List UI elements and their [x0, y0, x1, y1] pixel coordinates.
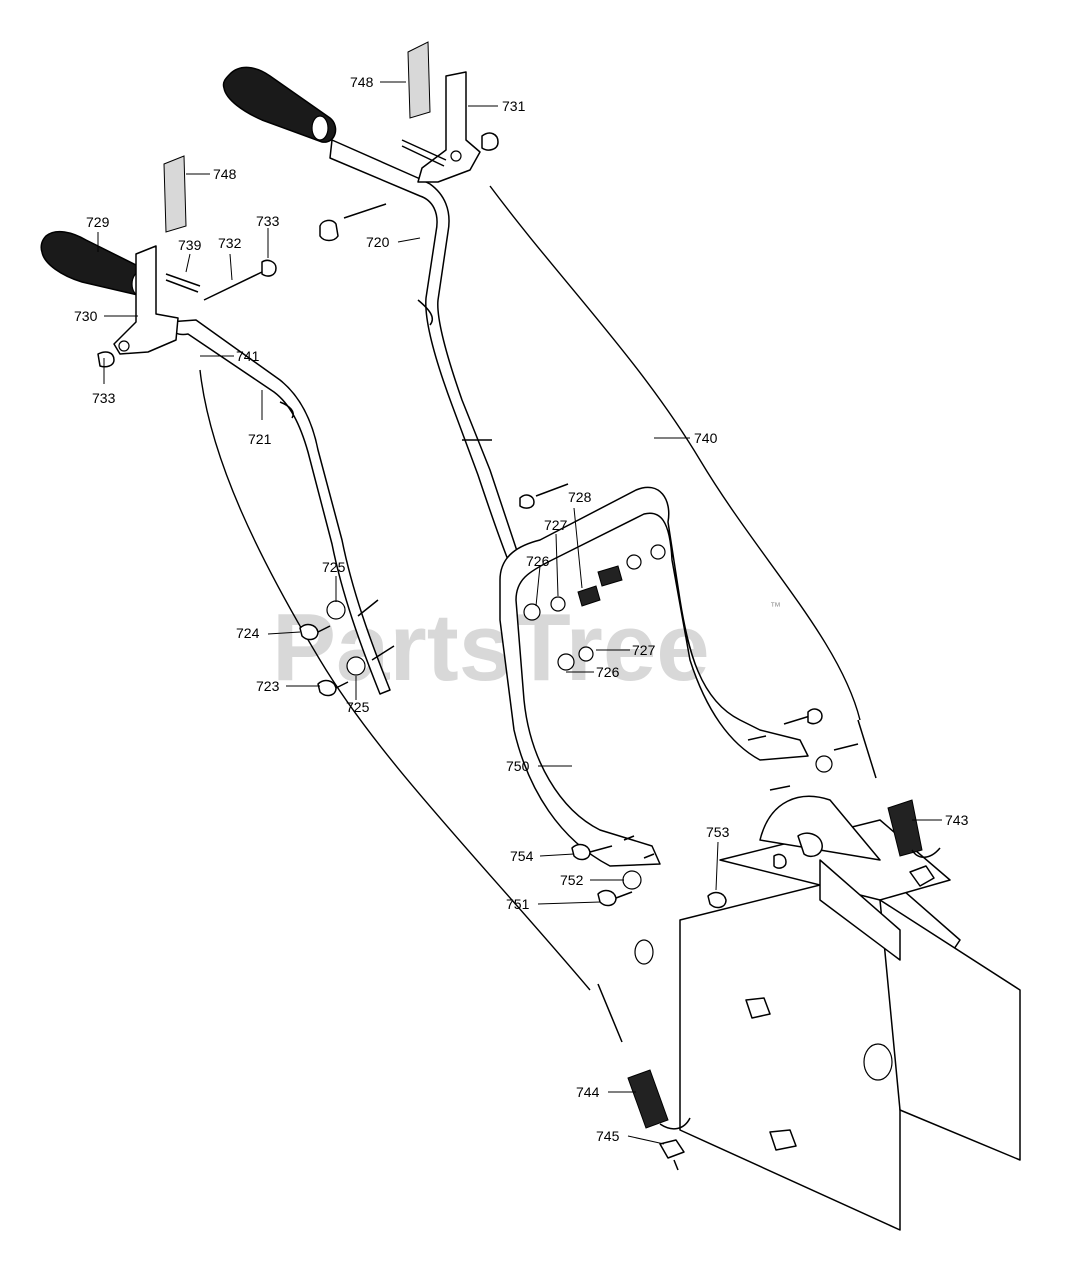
leader-lines [97, 81, 942, 1145]
upper-pin [319, 203, 387, 242]
cable-741 [199, 369, 591, 991]
strap-739 [165, 273, 201, 293]
upper-grip [222, 66, 337, 143]
lever-730 [97, 245, 179, 368]
callout-744: 744 [576, 1084, 600, 1100]
lower-handle-750 [499, 486, 809, 867]
callout-745: 745 [596, 1128, 620, 1144]
callout-748-lower: 748 [213, 166, 237, 182]
callout-753: 753 [706, 824, 730, 840]
decal-748-upper [407, 41, 431, 119]
callout-727-top: 727 [544, 517, 568, 533]
spring-744 [597, 983, 691, 1171]
callout-752: 752 [560, 872, 584, 888]
callout-725-bottom: 725 [346, 699, 370, 715]
callout-741: 741 [236, 348, 260, 364]
callout-727-mid: 727 [632, 642, 656, 658]
callout-720: 720 [366, 234, 390, 250]
callout-733-bottom: 733 [92, 390, 116, 406]
spring-743 [857, 719, 941, 887]
callout-733-top: 733 [256, 213, 280, 229]
callout-740: 740 [694, 430, 718, 446]
callout-754: 754 [510, 848, 534, 864]
callout-731: 731 [502, 98, 526, 114]
cable-740 [489, 185, 861, 721]
callout-730: 730 [74, 308, 98, 324]
callout-labels: 748 731 748 729 739 732 733 720 730 741 … [74, 74, 969, 1144]
callout-723: 723 [256, 678, 280, 694]
callout-732: 732 [218, 235, 242, 251]
watermark-trademark: ™ [770, 601, 781, 613]
decal-748-lower [163, 155, 187, 233]
strap-upper [401, 139, 447, 167]
callout-750: 750 [506, 758, 530, 774]
callout-728: 728 [568, 489, 592, 505]
upper-handle-720 [329, 139, 521, 566]
callout-726-top: 726 [526, 553, 550, 569]
pin-732 [203, 271, 263, 301]
callout-751: 751 [506, 896, 530, 912]
callout-748-upper: 748 [350, 74, 374, 90]
washer-733-upper [261, 259, 277, 277]
fasteners [299, 483, 859, 965]
callout-739: 739 [178, 237, 202, 253]
chassis [679, 795, 1021, 1231]
upper-lever-731 [417, 71, 499, 183]
callout-725-top: 725 [322, 559, 346, 575]
callout-724: 724 [236, 625, 260, 641]
callout-729: 729 [86, 214, 110, 230]
callout-743: 743 [945, 812, 969, 828]
callout-726-mid: 726 [596, 664, 620, 680]
lower-handle-721 [167, 319, 395, 695]
callout-721: 721 [248, 431, 272, 447]
